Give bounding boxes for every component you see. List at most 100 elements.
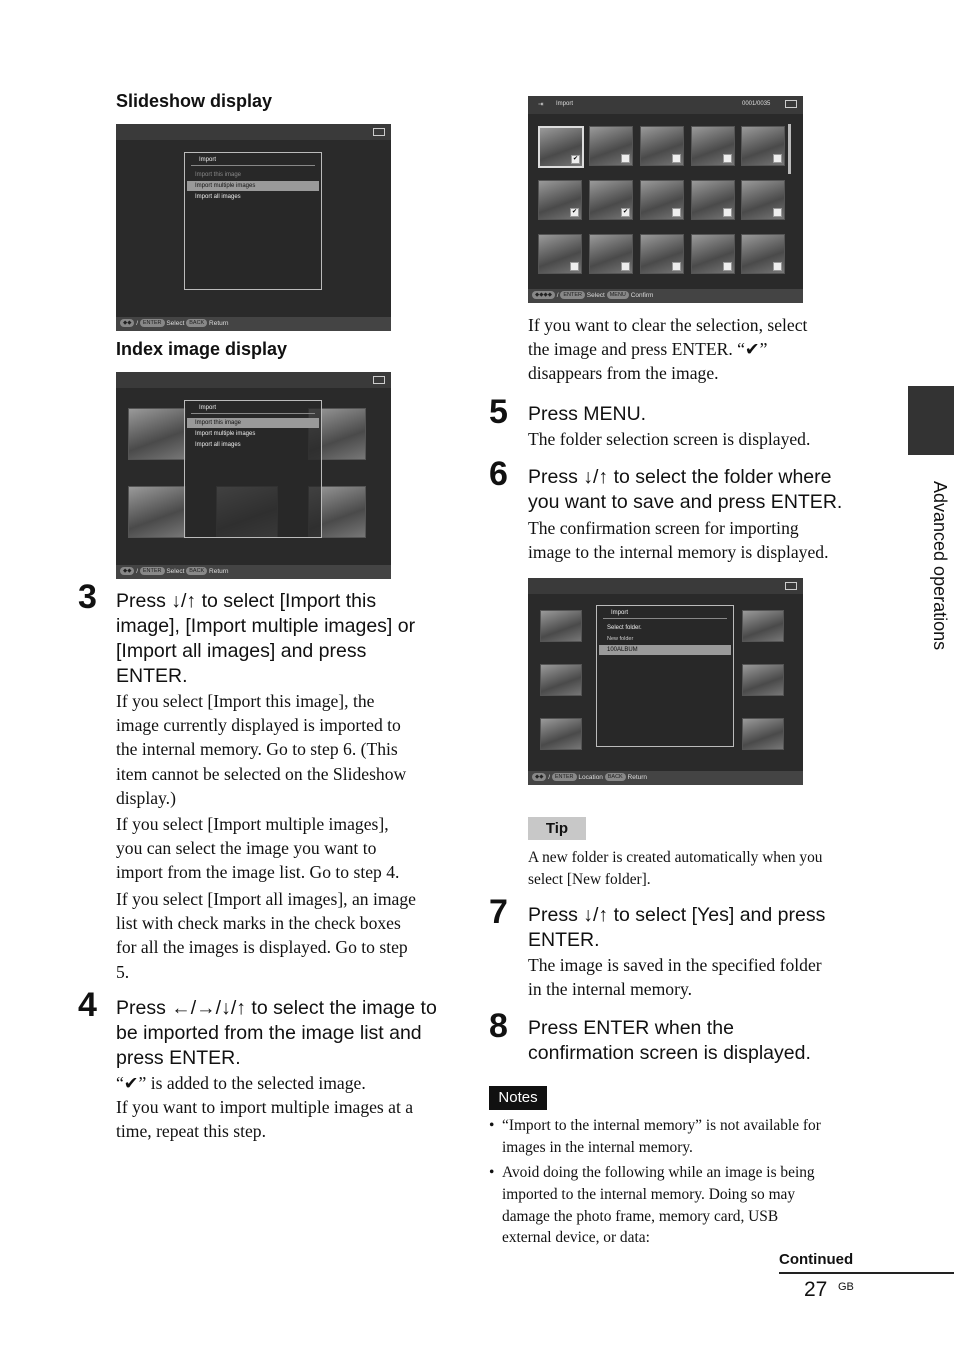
photo-thumbnail bbox=[742, 610, 784, 642]
control-bar: ◆◆ / ENTER Select BACK Return bbox=[116, 317, 391, 331]
photo-thumbnail bbox=[691, 126, 735, 166]
step3-para3: If you select [Import all images], an im… bbox=[116, 887, 446, 984]
photo-thumbnail: ✔ bbox=[589, 180, 633, 220]
line: you can select the image you want to bbox=[116, 838, 377, 859]
line: in the internal memory. bbox=[528, 979, 692, 1000]
line: Press ↓/↑ to select the folder where bbox=[528, 466, 832, 488]
step6-heading: Press ↓/↑ to select the folder where you… bbox=[528, 465, 888, 515]
menu-item: Import all images bbox=[195, 194, 241, 200]
photo-thumbnail bbox=[589, 234, 633, 274]
step3-para1: If you select [Import this image], the i… bbox=[116, 689, 446, 810]
line: select [New folder]. bbox=[528, 870, 651, 888]
back-pill: BACK bbox=[604, 773, 626, 782]
line: “✔” is added to the selected image. bbox=[116, 1073, 366, 1093]
line: The confirmation screen for importing bbox=[528, 518, 799, 538]
line: disappears from the image. bbox=[528, 363, 719, 384]
tip-badge: Tip bbox=[528, 817, 586, 840]
line: Press ↓/↑ to select [Yes] and press bbox=[528, 904, 826, 926]
photo-thumbnail bbox=[540, 664, 582, 696]
index-heading: Index image display bbox=[116, 339, 288, 359]
line: import from the image list. Go to step 4… bbox=[116, 862, 400, 883]
battery-icon bbox=[373, 128, 385, 136]
step-number: 8 bbox=[489, 1007, 508, 1045]
line: the internal memory. Go to step 6. (This bbox=[116, 739, 398, 760]
arrow-keys-icon: ◆◆◆◆ bbox=[532, 291, 555, 300]
step6-body: The confirmation screen for importing im… bbox=[528, 516, 888, 564]
battery-icon bbox=[785, 100, 797, 108]
menu-item-selected: 100ALBUM bbox=[599, 645, 731, 655]
line: you want to save and press ENTER. bbox=[528, 491, 843, 513]
line: time, repeat this step. bbox=[116, 1121, 266, 1142]
photo-thumbnail bbox=[540, 718, 582, 750]
step-number: 3 bbox=[78, 578, 97, 616]
back-pill: BACK bbox=[186, 319, 208, 328]
line: for all the images is displayed. Go to s… bbox=[116, 937, 408, 958]
photo-thumbnail: ✔ bbox=[538, 126, 584, 168]
bar-confirm: Confirm bbox=[630, 292, 654, 299]
line: Press ENTER when the bbox=[528, 1017, 734, 1039]
line: If you want to clear the selection, sele… bbox=[528, 315, 808, 335]
photo-thumbnail bbox=[691, 234, 735, 274]
step4-body: “✔” is added to the selected image. If y… bbox=[116, 1071, 456, 1144]
import-menu: Import Import this image Import multiple… bbox=[184, 400, 322, 538]
line: 5. bbox=[116, 961, 130, 982]
line: Press ↓/↑ to select [Import this bbox=[116, 590, 377, 612]
bar-location: Location bbox=[578, 774, 603, 781]
menu-item-selected: Import multiple images bbox=[187, 181, 319, 191]
back-pill: BACK bbox=[186, 567, 208, 576]
image-list-screenshot: ⇥ Import 0001/0035 ✔ ✔ ✔ ◆◆◆◆ / ENTER Se… bbox=[528, 96, 803, 303]
line: damage the photo frame, memory card, USB bbox=[502, 1207, 779, 1225]
note-item: Avoid doing the following while an image… bbox=[502, 1162, 882, 1249]
enter-pill: ENTER bbox=[560, 291, 585, 300]
photo-thumbnail bbox=[540, 610, 582, 642]
slideshow-screenshot: Import Import this image Import multiple… bbox=[116, 124, 391, 331]
line: display.) bbox=[116, 787, 176, 808]
line: images in the internal memory. bbox=[502, 1138, 693, 1156]
menu-item: Import multiple images bbox=[195, 431, 256, 437]
photo-thumbnail: ✔ bbox=[538, 180, 582, 220]
step3-para2: If you select [Import multiple images], … bbox=[116, 812, 446, 885]
page-number: 27 bbox=[804, 1278, 828, 1301]
index-screenshot: Import Import this image Import multiple… bbox=[116, 372, 391, 579]
line: If you select [Import multiple images], bbox=[116, 814, 389, 834]
line: external device, or data: bbox=[502, 1229, 650, 1247]
step7-body: The image is saved in the specified fold… bbox=[528, 953, 888, 1001]
enter-pill: ENTER bbox=[139, 567, 165, 576]
photo-thumbnail bbox=[640, 126, 684, 166]
line: confirmation screen is displayed. bbox=[528, 1042, 811, 1064]
notes-badge: Notes bbox=[489, 1086, 547, 1110]
arrow-keys-icon: ◆◆ bbox=[120, 567, 135, 576]
line: “Import to the internal memory” is not a… bbox=[502, 1117, 821, 1134]
menu-title: Import bbox=[191, 153, 315, 166]
menu-pill: MENU bbox=[606, 291, 629, 300]
menu-title: Import bbox=[603, 606, 727, 619]
footer-rule bbox=[779, 1272, 954, 1274]
line: imported to the internal memory. Doing s… bbox=[502, 1185, 796, 1203]
line: The image is saved in the specified fold… bbox=[528, 955, 822, 975]
step4-heading: Press ←/→/↓/↑ to select the image to be … bbox=[116, 996, 456, 1071]
enter-pill: ENTER bbox=[139, 319, 165, 328]
list-title: Import bbox=[556, 101, 574, 107]
line: ENTER. bbox=[528, 929, 600, 951]
import-menu: Import Import this image Import multiple… bbox=[184, 152, 322, 290]
menu-item: New folder bbox=[607, 636, 634, 642]
bullet: • bbox=[489, 1164, 495, 1181]
step-number: 4 bbox=[78, 986, 97, 1024]
folder-select-screenshot: Import Select folder. New folder 100ALBU… bbox=[528, 578, 803, 785]
photo-thumbnail bbox=[741, 234, 785, 274]
line: item cannot be selected on the Slideshow bbox=[116, 763, 407, 784]
battery-icon bbox=[785, 582, 797, 590]
line: A new folder is created automatically wh… bbox=[528, 849, 823, 866]
image-counter: 0001/0035 bbox=[742, 101, 771, 107]
bar-return: Return bbox=[209, 320, 229, 327]
line: be imported from the image list and bbox=[116, 1022, 422, 1044]
photo-thumbnail bbox=[640, 234, 684, 274]
control-bar: ◆◆◆◆ / ENTER Select MENU Confirm bbox=[528, 289, 803, 303]
slideshow-heading: Slideshow display bbox=[116, 91, 273, 111]
photo-thumbnail bbox=[128, 408, 186, 460]
line: [Import all images] and press bbox=[116, 640, 367, 662]
photo-thumbnail bbox=[640, 180, 684, 220]
menu-item-selected: Import this image bbox=[187, 418, 319, 428]
photo-thumbnail bbox=[538, 234, 582, 274]
arrow-keys-icon: ◆◆ bbox=[120, 319, 135, 328]
